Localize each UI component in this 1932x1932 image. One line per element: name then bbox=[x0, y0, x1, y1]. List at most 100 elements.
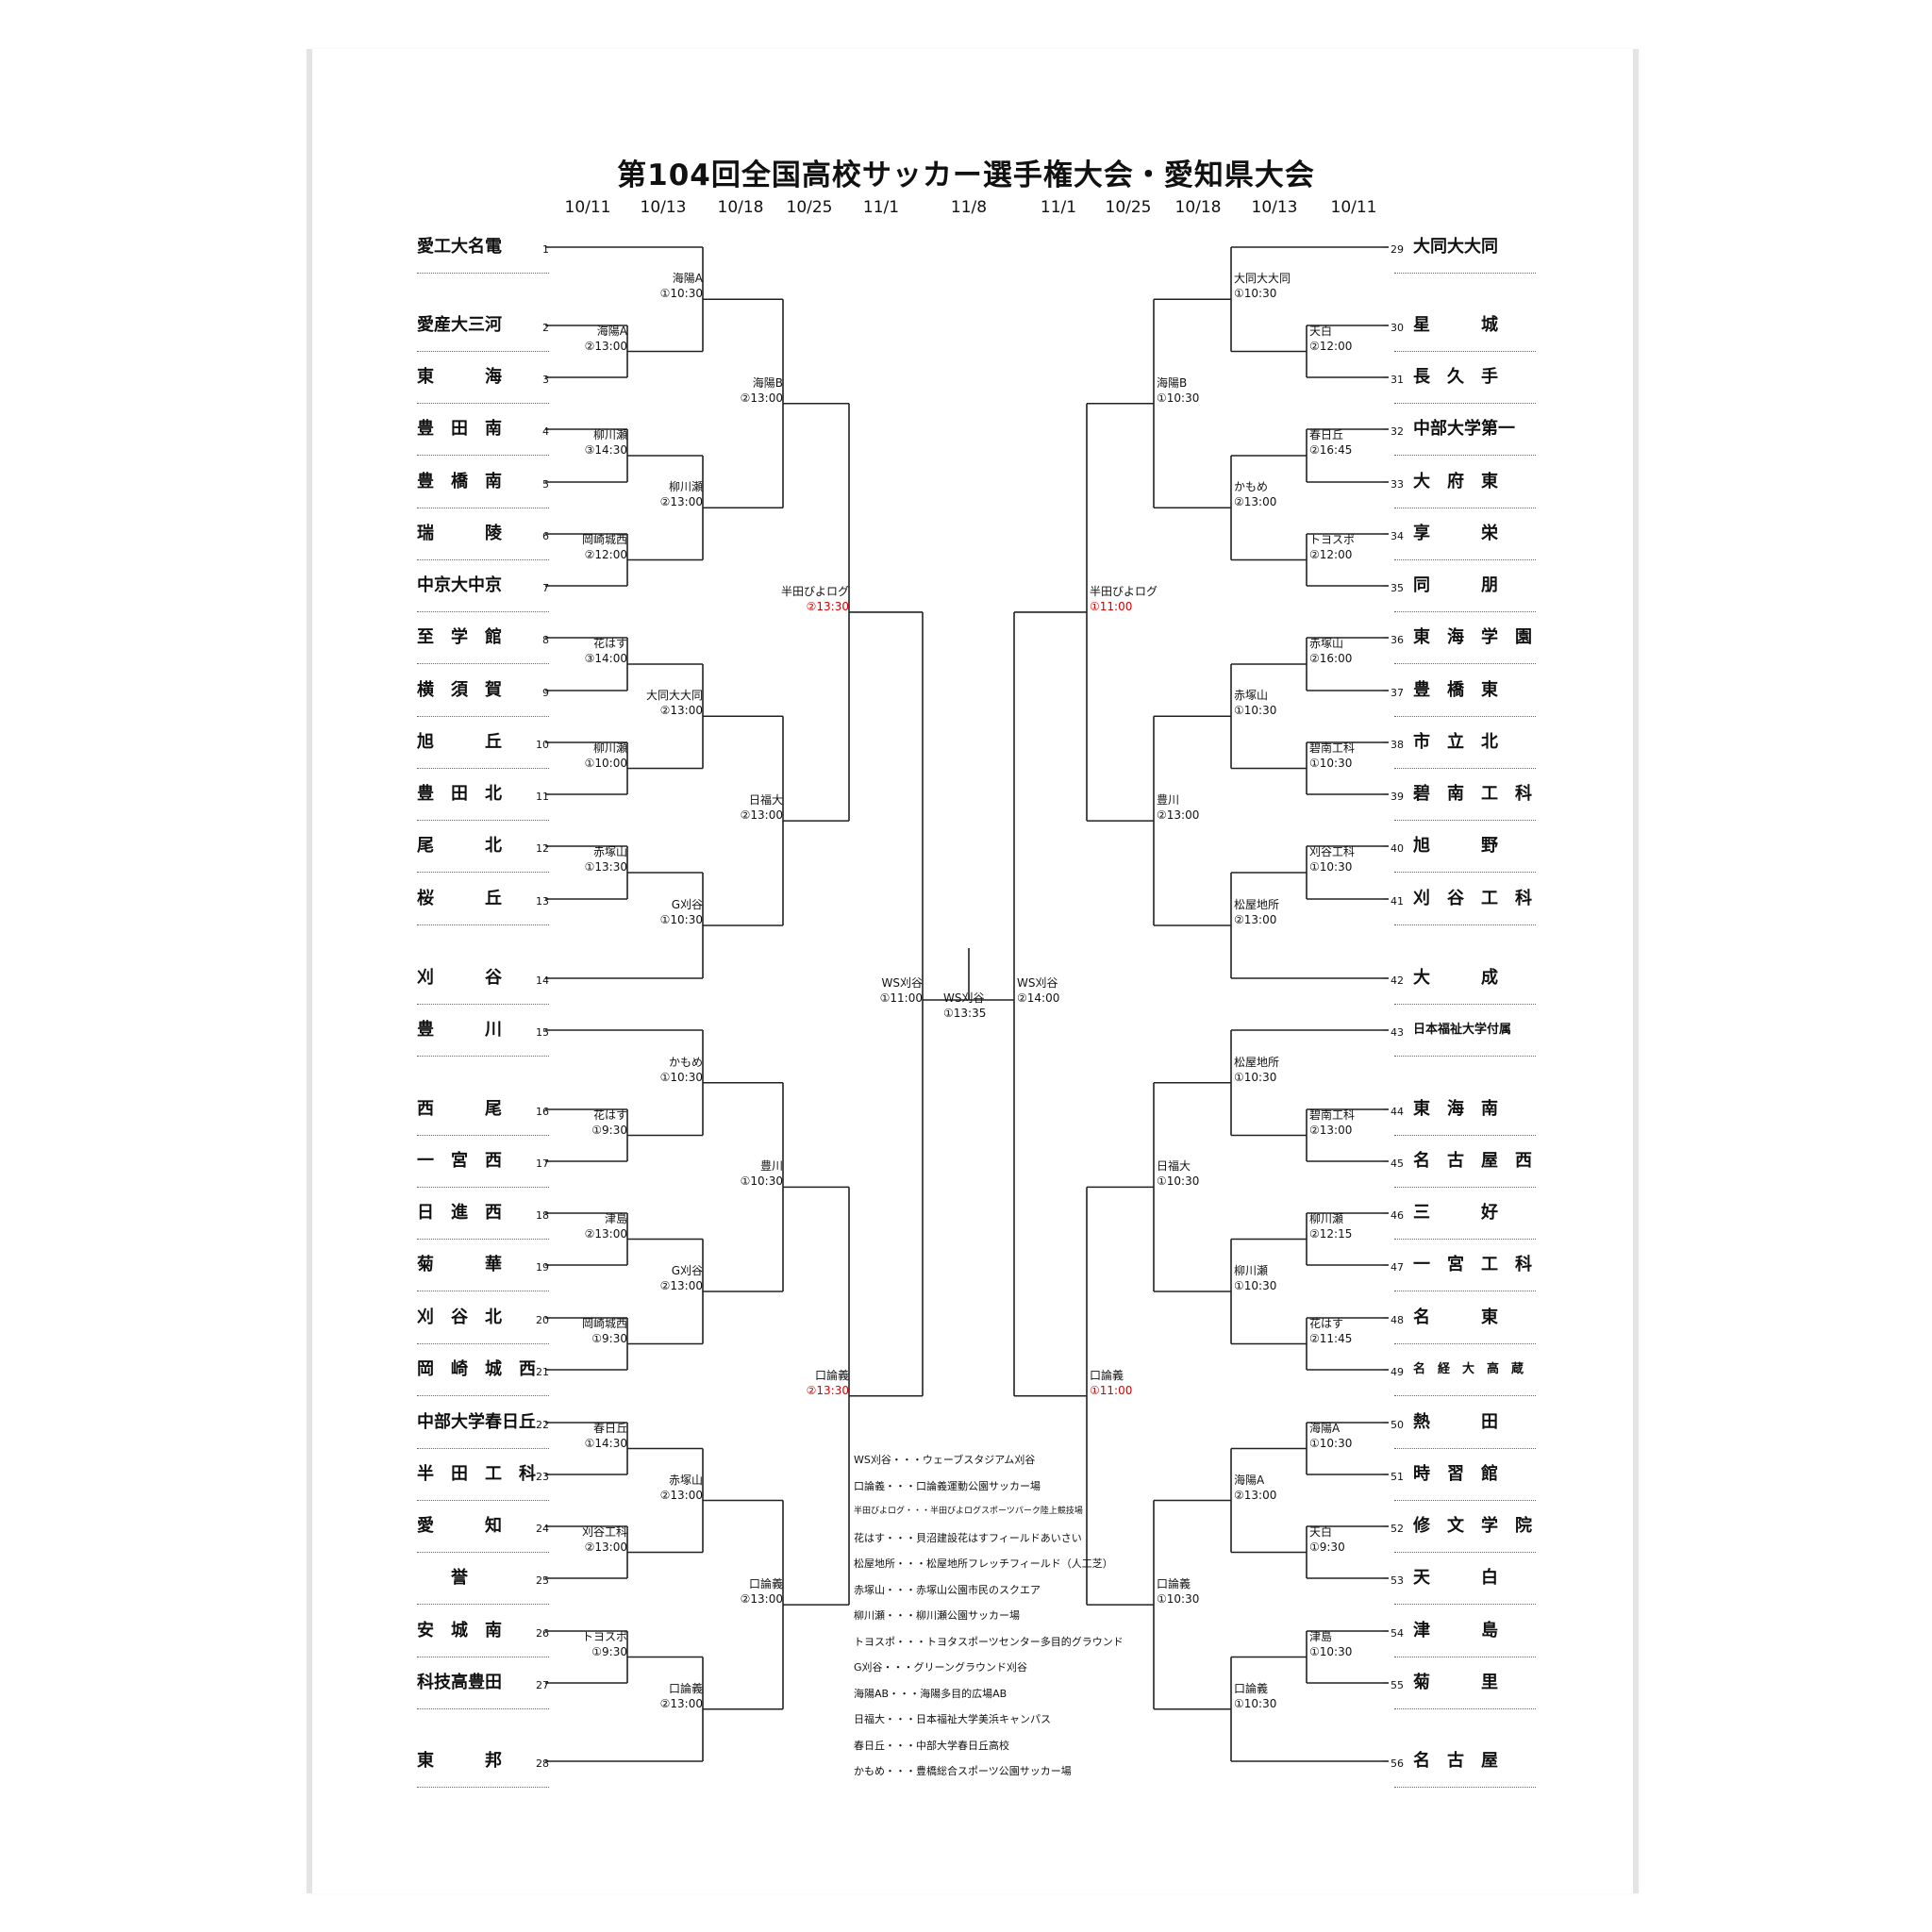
match-venue: 津島 bbox=[1309, 1629, 1333, 1643]
match-time: ②13:00 bbox=[584, 1540, 627, 1554]
team-number: 43 bbox=[1391, 1026, 1404, 1039]
match-venue: 碧南工科 bbox=[1309, 1108, 1356, 1122]
team-name: 大 成 bbox=[1413, 968, 1498, 988]
team-number: 30 bbox=[1391, 322, 1404, 334]
team-underline bbox=[417, 351, 549, 352]
team-entry: 日 進 西 18 bbox=[417, 1202, 549, 1224]
team-name: 日 進 西 bbox=[417, 1203, 502, 1223]
team-number: 52 bbox=[1391, 1523, 1404, 1535]
team-underline bbox=[1394, 455, 1536, 456]
match-time: ③14:30 bbox=[584, 443, 627, 457]
team-underline bbox=[417, 1708, 549, 1709]
team-number: 33 bbox=[1391, 478, 1404, 491]
page-title: 第104回全国高校サッカー選手権大会・愛知県大会 bbox=[617, 158, 1315, 192]
team-number: 15 bbox=[536, 1026, 549, 1039]
team-name: 刈 谷 bbox=[417, 968, 502, 988]
match-time: ①10:30 bbox=[659, 913, 703, 926]
team-number: 13 bbox=[536, 895, 549, 908]
match-time: ②12:00 bbox=[1309, 339, 1353, 353]
bracket-sheet bbox=[307, 49, 1639, 1893]
team-underline bbox=[417, 1787, 549, 1788]
team-name: 東 海 南 bbox=[1413, 1099, 1498, 1119]
match-time: ①9:30 bbox=[591, 1644, 627, 1658]
match-venue: 赤塚山 bbox=[1309, 637, 1344, 650]
team-name: 日本福祉大学付属 bbox=[1413, 1023, 1512, 1037]
team-name: 刈 谷 北 bbox=[417, 1307, 502, 1327]
team-name: 熱 田 bbox=[1413, 1412, 1498, 1432]
match-time: ①10:30 bbox=[1157, 391, 1200, 405]
match-venue: 口論義 bbox=[1234, 1681, 1269, 1695]
team-underline bbox=[417, 924, 549, 925]
team-underline bbox=[1394, 820, 1536, 821]
match-venue: 半田びよログ bbox=[780, 584, 849, 598]
team-underline bbox=[417, 663, 549, 664]
team-number: 55 bbox=[1391, 1679, 1404, 1691]
team-name: 旭 野 bbox=[1413, 836, 1498, 856]
team-number: 5 bbox=[542, 478, 549, 491]
venue-entry: G刈谷・・・グリーングラウンド刈谷 bbox=[854, 1661, 1027, 1674]
team-number: 9 bbox=[542, 687, 549, 699]
match-time: ②13:00 bbox=[659, 1488, 703, 1502]
team-number: 24 bbox=[536, 1523, 549, 1535]
match-venue: 大同大大同 bbox=[1234, 272, 1291, 286]
team-number: 27 bbox=[536, 1679, 549, 1691]
team-name: 一 宮 西 bbox=[417, 1151, 502, 1171]
team-number: 18 bbox=[536, 1209, 549, 1222]
match-venue: 日福大 bbox=[1157, 1159, 1191, 1174]
match-venue: 柳川瀬 bbox=[668, 480, 703, 494]
match-venue: 岡崎城西 bbox=[581, 1316, 627, 1330]
team-name: 大同大大同 bbox=[1413, 237, 1498, 257]
team-name: 豊 橋 東 bbox=[1413, 680, 1498, 700]
team-underline bbox=[1394, 768, 1536, 769]
team-underline bbox=[417, 1448, 549, 1449]
team-underline bbox=[417, 273, 549, 274]
team-underline bbox=[1394, 716, 1536, 717]
match-time: ②13:00 bbox=[584, 339, 627, 353]
team-number: 1 bbox=[542, 243, 549, 256]
match-time: ①13:35 bbox=[943, 1007, 987, 1020]
match-time: ②14:00 bbox=[1017, 991, 1060, 1006]
team-underline bbox=[417, 872, 549, 873]
team-number: 36 bbox=[1391, 634, 1404, 646]
team-number: 7 bbox=[542, 582, 549, 594]
match-venue: 豊川 bbox=[759, 1159, 783, 1174]
match-venue: 津島 bbox=[604, 1211, 627, 1225]
match-venue: WS刈谷 bbox=[1017, 976, 1058, 991]
team-underline bbox=[1394, 663, 1536, 664]
team-underline bbox=[1394, 1343, 1536, 1344]
team-underline bbox=[1394, 351, 1536, 352]
match-time: ②13:00 bbox=[1309, 1123, 1353, 1137]
team-name: 菊 里 bbox=[1413, 1673, 1498, 1692]
